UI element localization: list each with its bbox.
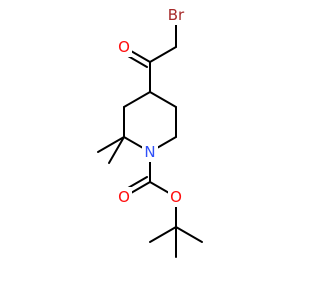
atom-o-ester: O bbox=[168, 187, 184, 207]
atom-br: Br bbox=[163, 5, 189, 25]
bond-carbamate-double-b bbox=[127, 176, 148, 189]
atom-o-ester-label: O bbox=[170, 188, 182, 206]
bond-ch2-carbonyl bbox=[149, 46, 177, 63]
atom-o-ketone-label: O bbox=[118, 38, 130, 56]
atom-layer: Br O N O O bbox=[116, 5, 189, 207]
bond-layer bbox=[97, 22, 203, 258]
atom-o-ketone: O bbox=[116, 37, 132, 57]
bond-tbu-methyl-right bbox=[175, 226, 203, 243]
atom-br-label: Br bbox=[168, 6, 185, 24]
atom-n-ring: N bbox=[142, 142, 158, 162]
bond-c6-methyl-b bbox=[108, 136, 125, 164]
bond-c4-c3 bbox=[149, 91, 177, 108]
bond-ketone-double-a bbox=[130, 50, 151, 63]
molecule-structure: Br O N O O bbox=[97, 5, 203, 258]
bond-c5-c4 bbox=[123, 91, 151, 108]
atom-o-carbonyl-label: O bbox=[118, 188, 130, 206]
bond-carbamate-double-a bbox=[130, 181, 151, 194]
atom-o-carbonyl: O bbox=[116, 187, 132, 207]
bond-ketone-double-b bbox=[127, 55, 148, 68]
bond-tbu-methyl-left bbox=[149, 226, 177, 243]
atom-n-ring-label: N bbox=[144, 143, 155, 161]
bond-c6-methyl-a bbox=[97, 136, 125, 153]
